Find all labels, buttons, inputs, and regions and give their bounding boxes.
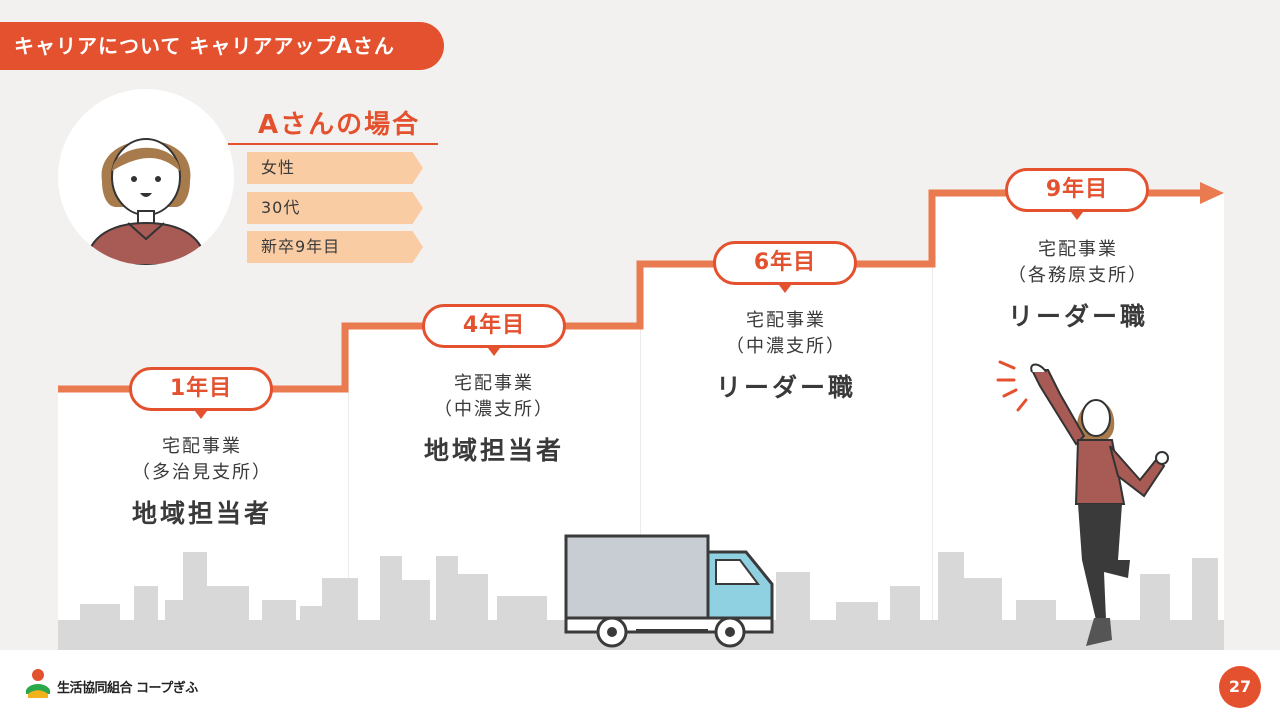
coop-logo-icon: [26, 669, 50, 698]
profile-tag-age: 30代: [247, 192, 423, 224]
milestone-role: 地域担当者: [131, 499, 272, 528]
profile-divider: [228, 143, 438, 145]
milestone-dept: 宅配事業: [454, 373, 534, 394]
delivery-truck-icon: [564, 534, 774, 648]
footer: [0, 650, 1280, 720]
milestone-text-1: 宅配事業 （多治見支所） 地域担当者: [82, 434, 322, 534]
milestone-dept: 宅配事業: [1038, 239, 1118, 260]
avatar-woman-icon: [58, 89, 234, 265]
profile-heading: Aさんの場合: [258, 110, 421, 140]
milestone-badge-1: 1年目: [129, 367, 273, 419]
milestone-text-9: 宅配事業 （各務原支所） リーダー職: [958, 237, 1198, 337]
milestone-badge-9: 9年目: [1005, 168, 1149, 220]
milestone-branch: （中濃支所）: [726, 336, 846, 357]
milestone-branch: （各務原支所）: [1008, 265, 1148, 286]
milestone-text-4: 宅配事業 （中濃支所） 地域担当者: [374, 371, 614, 471]
page-title: キャリアについて キャリアアップAさん: [0, 22, 444, 70]
milestone-text-6: 宅配事業 （中濃支所） リーダー職: [666, 308, 906, 408]
milestone-branch: （多治見支所）: [132, 462, 272, 483]
milestone-badge-6: 6年目: [713, 241, 857, 293]
milestone-role: リーダー職: [715, 373, 856, 402]
milestone-dept: 宅配事業: [746, 310, 826, 331]
milestone-role: リーダー職: [1007, 302, 1148, 331]
career-progress-line: [58, 182, 1224, 393]
coop-logo-text: 生活協同組合 コープぎふ: [57, 681, 198, 696]
milestone-branch: （中濃支所）: [434, 399, 554, 420]
milestone-role: 地域担当者: [423, 436, 564, 465]
profile-tag-gender: 女性: [247, 152, 423, 184]
milestone-badge-4: 4年目: [422, 304, 566, 356]
profile-tag-tenure: 新卒9年目: [247, 231, 423, 263]
page-number: 27: [1219, 666, 1261, 708]
milestone-dept: 宅配事業: [162, 436, 242, 457]
cheering-woman-icon: [996, 360, 1169, 646]
